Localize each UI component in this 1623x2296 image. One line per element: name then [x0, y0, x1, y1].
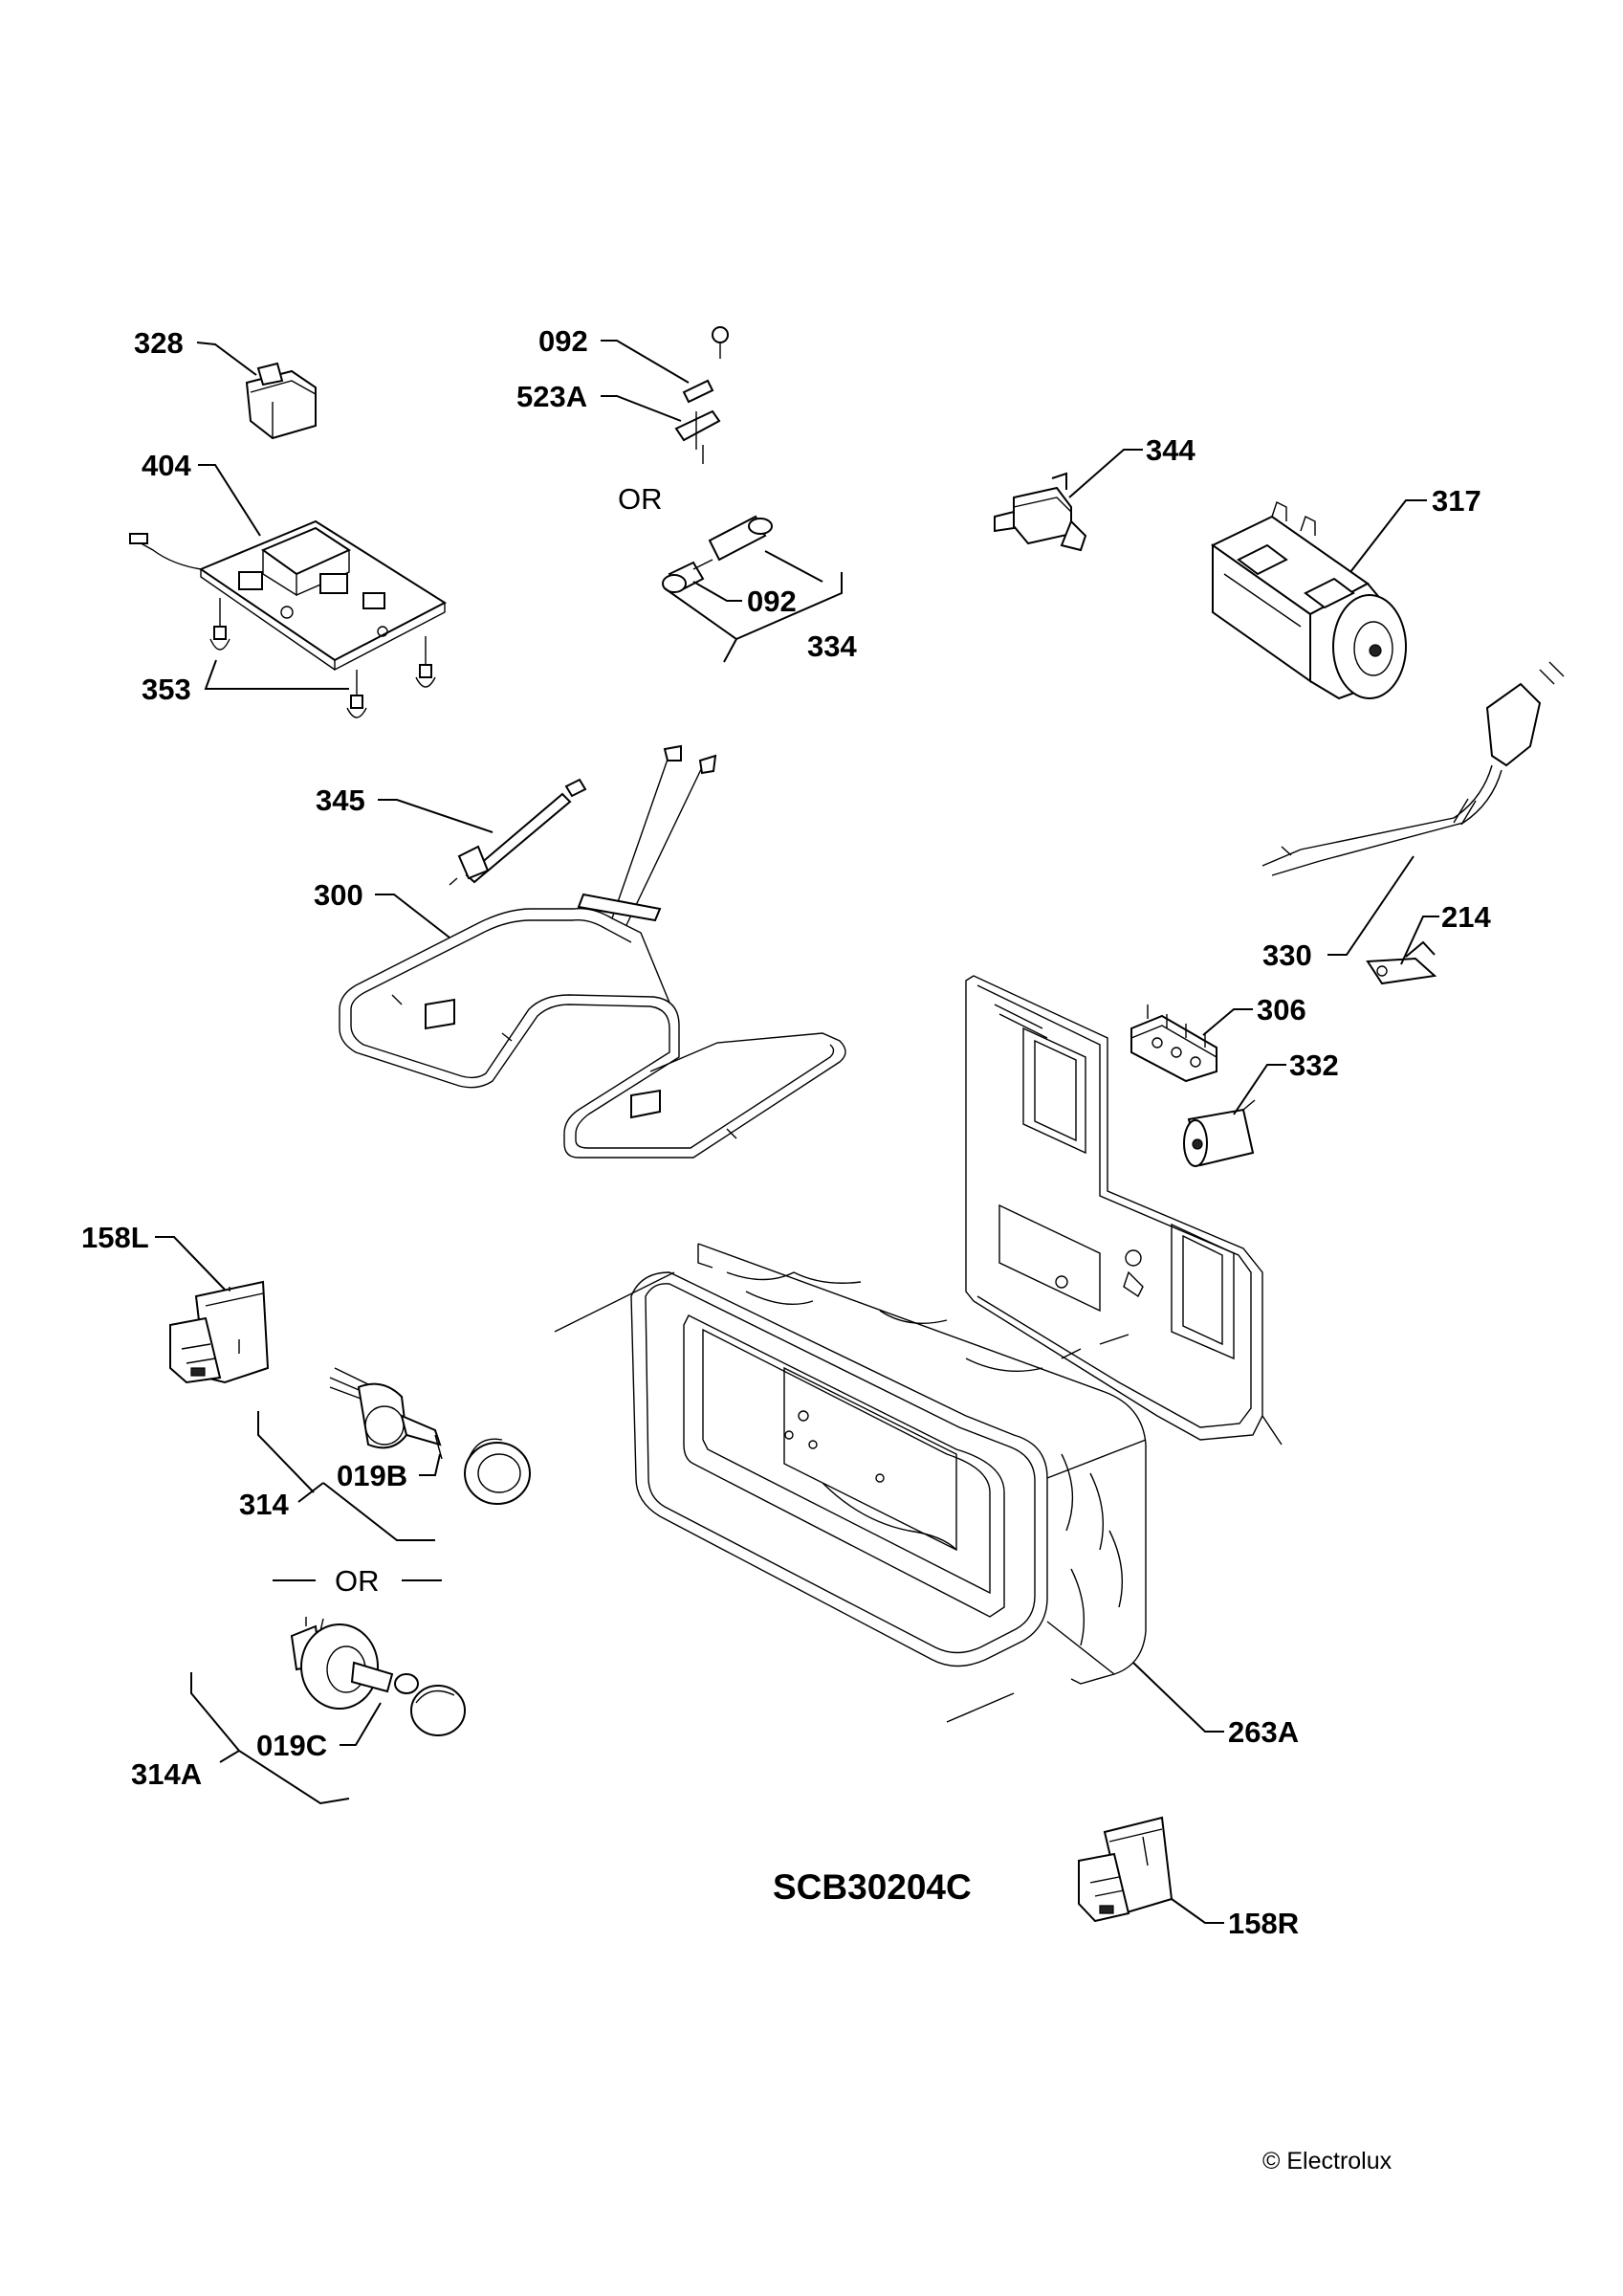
part-263A-door-seal — [554, 1243, 1147, 1723]
leader-345 — [378, 799, 493, 833]
part-332-capacitor — [1183, 1099, 1256, 1167]
label-158L: 158L — [81, 1221, 149, 1254]
leader-019B — [419, 1453, 441, 1476]
leader-523A — [601, 395, 682, 422]
label-158R: 158R — [1228, 1907, 1299, 1940]
label-092-lower: 092 — [747, 585, 797, 618]
part-330-power-cord — [1261, 661, 1565, 876]
label-306: 306 — [1257, 993, 1306, 1027]
part-317-fan-motor — [1211, 501, 1407, 700]
copyright-text: © Electrolux — [1262, 2148, 1393, 2175]
leader-344 — [1068, 449, 1143, 498]
label-317: 317 — [1432, 484, 1481, 518]
bracket-334 — [664, 550, 843, 663]
leader-019C — [340, 1702, 382, 1746]
bracket-314A — [190, 1672, 350, 1805]
label-344: 344 — [1146, 433, 1195, 467]
label-214: 214 — [1441, 900, 1491, 934]
part-158R-door-hinge — [1078, 1816, 1173, 1923]
label-092-top: 092 — [538, 324, 588, 358]
leader-317 — [1349, 499, 1427, 573]
or-label-top: OR — [618, 482, 663, 516]
part-214-cord-clamp — [1366, 940, 1437, 985]
label-353: 353 — [142, 673, 191, 706]
leader-158L — [155, 1236, 226, 1291]
leader-158R — [1171, 1898, 1224, 1924]
leader-328 — [196, 342, 257, 376]
label-019C: 019C — [256, 1729, 327, 1762]
part-334-lamp-holder — [662, 515, 773, 593]
or-label-lower: OR — [335, 1564, 380, 1598]
leader-092-lower — [692, 581, 742, 602]
part-314A-oven-lamp — [290, 1617, 466, 1736]
part-158L-door-hinge — [169, 1280, 270, 1384]
part-092-523A-top — [674, 326, 729, 464]
part-rear-panel — [965, 975, 1283, 1446]
part-306-terminal-block — [1130, 1004, 1217, 1083]
leader-300 — [375, 894, 450, 938]
part-314-oven-lamp — [329, 1367, 531, 1505]
label-334: 334 — [807, 629, 857, 663]
bracket-314 — [257, 1411, 435, 1541]
leader-404 — [198, 464, 261, 537]
label-300: 300 — [314, 878, 363, 912]
leader-092-top — [601, 340, 690, 384]
part-404-control-board — [129, 519, 448, 672]
label-019B: 019B — [337, 1459, 407, 1492]
leader-306 — [1202, 1008, 1253, 1036]
leader-332 — [1233, 1064, 1286, 1115]
label-345: 345 — [316, 784, 365, 817]
leader-353 — [204, 659, 349, 690]
label-263A: 263A — [1228, 1715, 1299, 1749]
leader-263A — [1132, 1662, 1224, 1733]
part-300-heating-element — [339, 744, 846, 1159]
part-345-temperature-sensor — [449, 778, 587, 886]
label-314: 314 — [239, 1488, 289, 1521]
label-404: 404 — [142, 449, 191, 482]
label-330: 330 — [1262, 938, 1312, 972]
leader-330 — [1327, 855, 1415, 956]
part-328-relay — [245, 362, 317, 440]
label-523A: 523A — [516, 380, 587, 413]
label-332: 332 — [1289, 1049, 1339, 1082]
part-353-spacers — [209, 598, 436, 718]
label-328: 328 — [134, 326, 184, 360]
label-314A: 314A — [131, 1757, 202, 1791]
part-344-bracket-switch — [994, 472, 1087, 552]
diagram-code: SCB30204C — [773, 1867, 972, 1907]
leader-214 — [1400, 916, 1439, 965]
